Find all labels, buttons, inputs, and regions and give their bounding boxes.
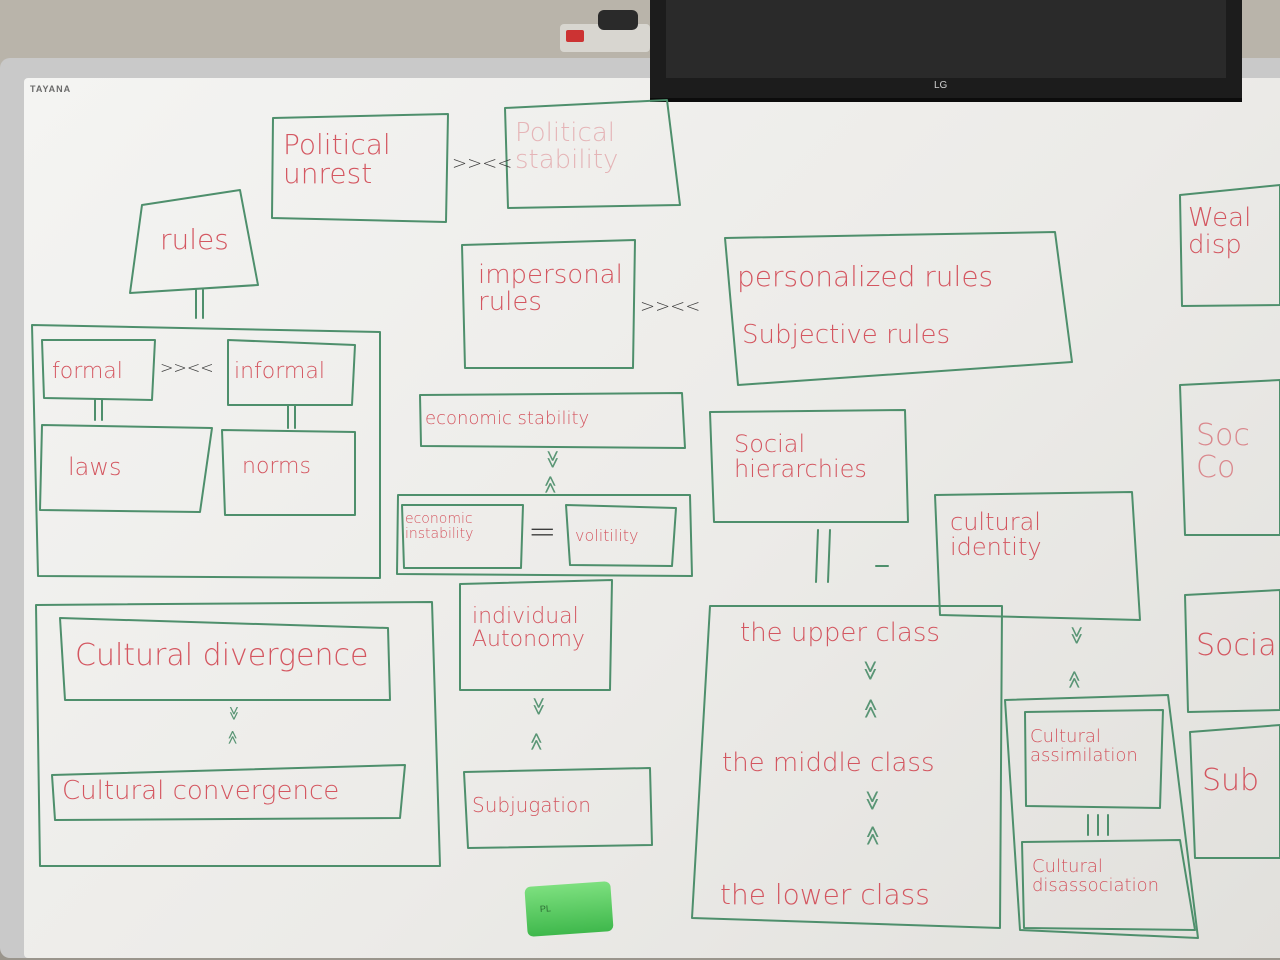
note-subjugation: Subjugation [472, 793, 591, 817]
note-social-partial-2: Social [1196, 628, 1280, 663]
note-economic-stability: economic stability [425, 408, 590, 429]
note-political-unrest: Political unrest [283, 128, 391, 191]
arrow-up-lower: ≫ [859, 825, 884, 846]
tv-screen [666, 0, 1226, 78]
note-cultural-disassociation: Cultural disassociation [1032, 856, 1160, 896]
vs-symbol-formal: >><< [160, 358, 214, 377]
box-political-stability [504, 99, 681, 209]
note-individual-autonomy: individual Autonomy [472, 604, 585, 653]
vs-symbol-rules: >><< [640, 296, 701, 317]
arrow-down-middle: ≫ [860, 790, 885, 811]
box-rules-group [31, 324, 381, 579]
note-social-partial-1: Soc Co [1196, 420, 1250, 485]
note-wealth-partial: Weal disp [1188, 205, 1252, 261]
box-cultural-convergence [51, 764, 406, 821]
note-cultural-divergence: Cultural divergence [75, 638, 369, 673]
box-cultural-disassociation [1021, 839, 1196, 931]
box-cultural-assimilation [1024, 709, 1164, 809]
box-economic-instability [401, 504, 524, 569]
note-norms: norms [242, 454, 311, 479]
arrow-up-autonomy: ≫ [525, 732, 547, 751]
tv: LG [650, 0, 1242, 102]
box-impersonal-rules [461, 239, 636, 369]
note-cultural-convergence: Cultural convergence [62, 776, 340, 806]
note-formal: formal [52, 359, 123, 384]
arrow-up-assimilation: ≫ [1063, 670, 1085, 689]
box-individual-autonomy [459, 579, 613, 691]
tv-logo: LG [934, 80, 948, 91]
box-volatility [565, 504, 677, 567]
arrow-down-identity: ≫ [1065, 626, 1087, 645]
arrow-down-divergence: ≫ [225, 706, 242, 721]
note-cultural-assimilation: Cultural assimilation [1030, 726, 1138, 766]
arrow-down-upper: ≫ [858, 660, 883, 681]
eraser-label: PL [539, 903, 552, 915]
equals-economic: = [528, 512, 557, 552]
box-political-unrest [271, 113, 449, 223]
note-personalized-rules: personalized rules [737, 260, 994, 293]
box-norms [221, 429, 356, 516]
box-formal [41, 339, 156, 401]
note-impersonal-rules: impersonal rules [478, 260, 623, 318]
hierarchy-link-1 [815, 529, 819, 583]
box-sub-partial [1189, 724, 1280, 859]
box-social-partial-1 [1179, 379, 1280, 536]
hierarchy-link-2 [827, 529, 831, 583]
arrow-down-autonomy: ≫ [527, 697, 549, 716]
box-personalized-rules [724, 231, 1073, 386]
note-social-hierarchies: Social hierarchies [734, 430, 867, 484]
note-subjective-rules: Subjective rules [742, 320, 950, 350]
power-switch [566, 30, 584, 42]
arrow-up-middle: ≫ [857, 698, 882, 719]
box-laws [39, 424, 213, 513]
note-laws: laws [68, 453, 122, 481]
box-social-hierarchies [709, 409, 909, 523]
note-political-stability: Political stability [515, 118, 619, 176]
whiteboard-eraser[interactable]: PL [524, 881, 614, 937]
note-informal: informal [234, 359, 325, 384]
arrow-up-economic: ≫ [539, 475, 561, 494]
arrow-down-economic: ≫ [541, 450, 563, 469]
box-rules [129, 189, 259, 294]
box-economic-stability [419, 392, 686, 449]
board-brand: TAYANA [30, 84, 72, 94]
note-volatility: volitility [575, 526, 639, 545]
arrow-up-convergence: ≫ [224, 730, 241, 745]
box-wealth-partial [1179, 184, 1280, 307]
box-subjugation [463, 767, 653, 849]
note-upper-class: the upper class [740, 618, 940, 648]
note-economic-instability: economic instability [405, 511, 474, 542]
box-cultural-identity [934, 491, 1141, 621]
note-cultural-identity: cultural identity [950, 508, 1042, 562]
note-rules: rules [160, 223, 229, 256]
box-social-classes [691, 605, 1003, 929]
note-sub-partial: Sub [1202, 763, 1260, 798]
note-middle-class: the middle class [722, 748, 935, 778]
note-lower-class: the lower class [720, 878, 930, 911]
box-social-partial-2 [1184, 589, 1280, 713]
box-informal [227, 339, 356, 406]
box-cultural-group [1004, 694, 1199, 939]
box-economic-group [396, 494, 693, 577]
box-cultural-divergence [59, 617, 391, 701]
box-cultural-divergence-group [35, 601, 441, 867]
vs-symbol-political: >><< [452, 153, 513, 174]
power-plug [598, 10, 638, 30]
